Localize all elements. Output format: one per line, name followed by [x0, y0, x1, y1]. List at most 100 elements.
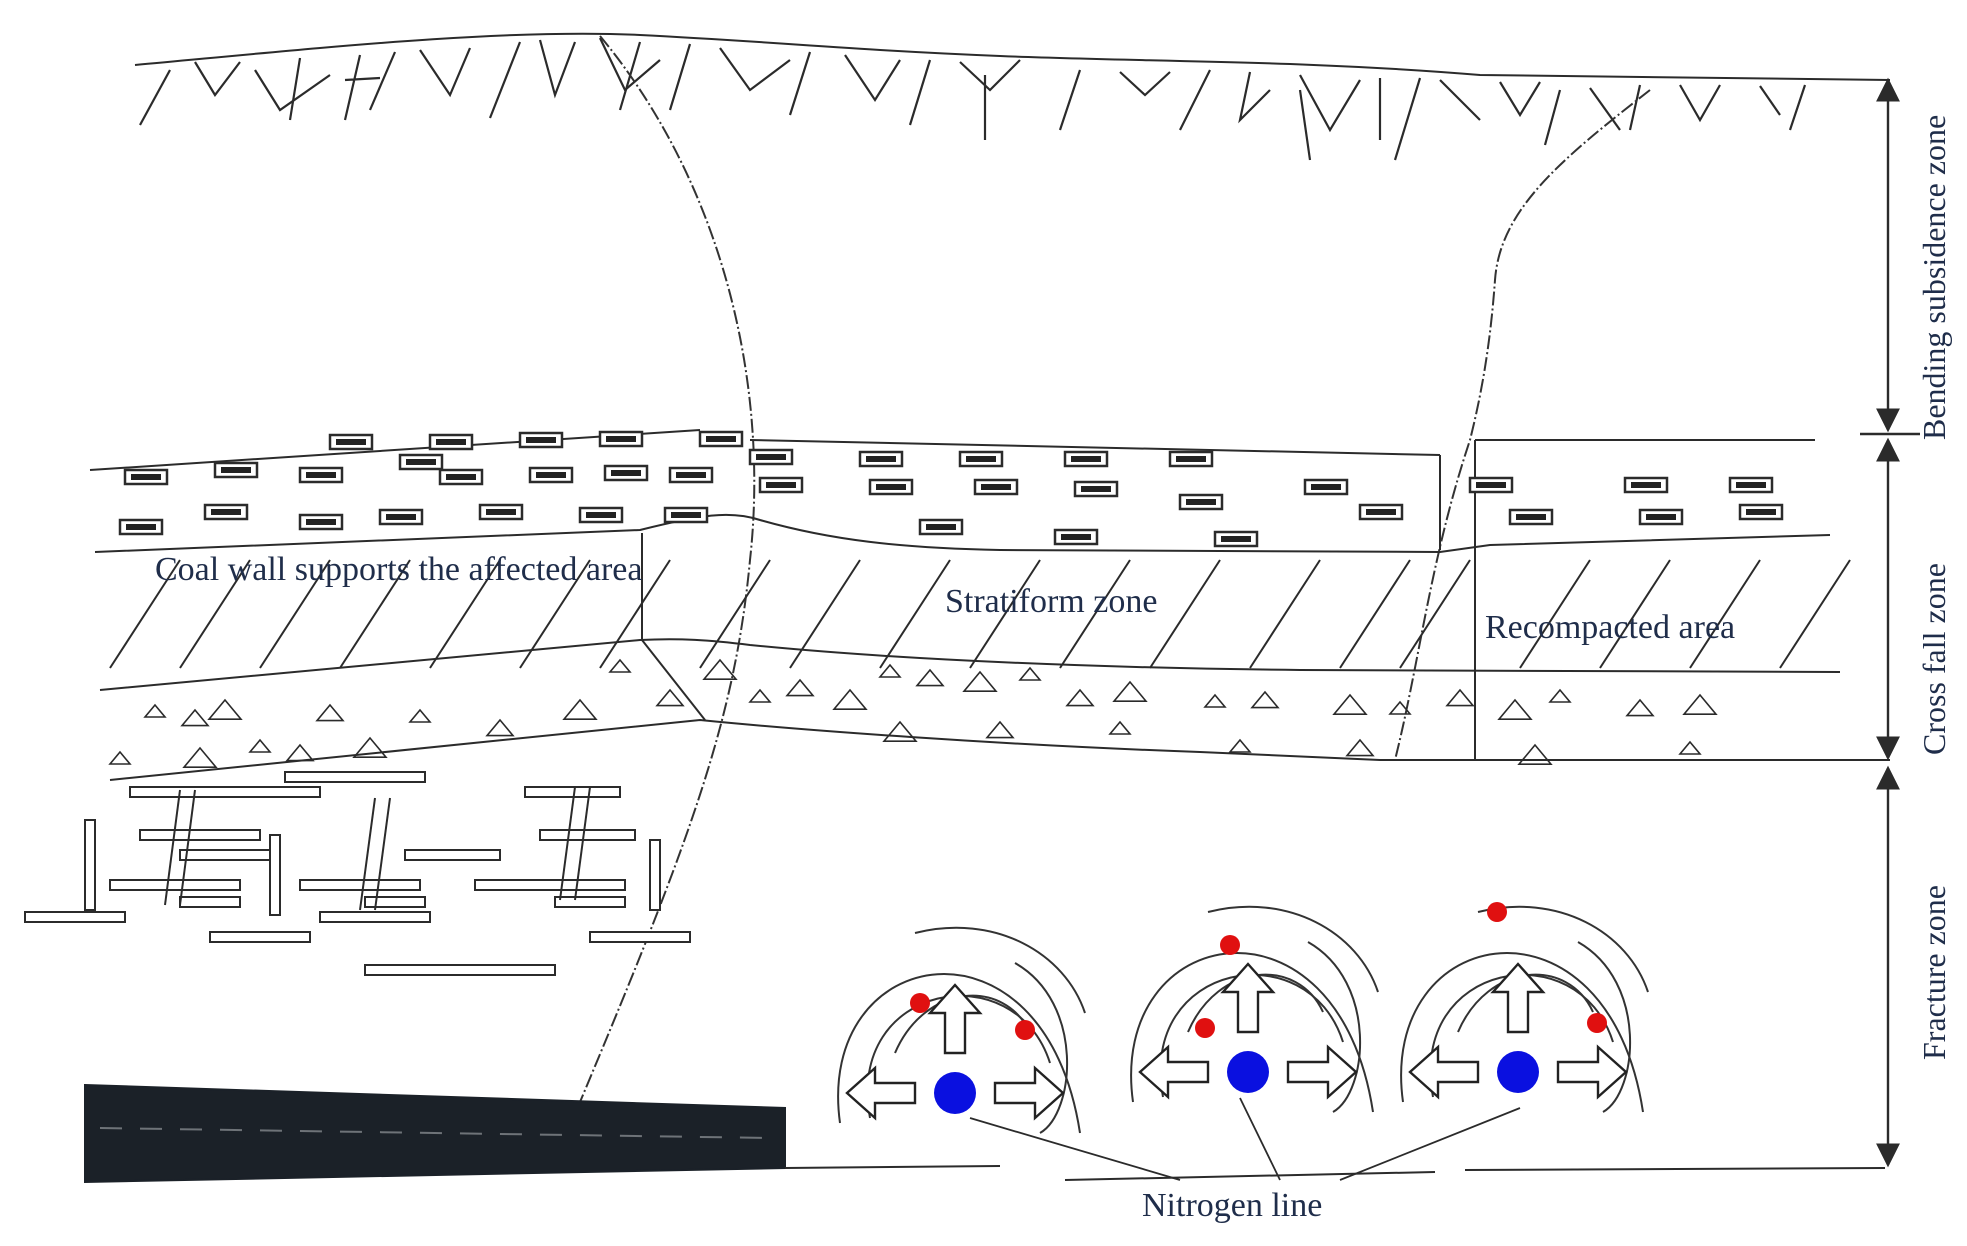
rock-triangle-29	[1625, 698, 1655, 717]
strata-block-core-5	[606, 436, 636, 442]
rock-triangle-22	[1203, 693, 1227, 708]
strata-block-core-21	[756, 454, 786, 460]
bending-zone-label: Bending subsidence zone	[1916, 115, 1952, 440]
diffusion-arc-2-5	[1207, 905, 1379, 993]
arrow-up-2	[1220, 962, 1276, 1034]
surface-crack-14	[788, 51, 812, 116]
surface-crack-28	[1543, 89, 1562, 146]
strata-block-core-36	[1476, 482, 1506, 488]
upper-strata-blocks	[118, 430, 1784, 548]
surface-crack-17	[959, 59, 1021, 92]
fracture-bar-6	[109, 879, 241, 891]
surface-crack-8	[488, 41, 522, 119]
zone-dimension-lines	[1860, 77, 1920, 1168]
rock-triangle-28	[1548, 688, 1572, 703]
surface-crack-6	[368, 51, 397, 111]
surface-crack-12	[668, 43, 692, 111]
strata-block-core-26	[766, 482, 796, 488]
rock-triangle-14	[785, 678, 815, 697]
fracture-diagonal-2	[179, 789, 196, 906]
fracture-bar-13	[209, 931, 311, 943]
rock-triangle-21	[1112, 680, 1148, 702]
nitrogen-source-group-2	[1130, 905, 1379, 1113]
surface-crack-31	[1679, 84, 1721, 123]
fracture-vertical-2	[269, 834, 281, 916]
rock-triangle-6	[352, 736, 388, 758]
strata-block-core-32	[1366, 509, 1396, 515]
rock-triangle-26	[1445, 688, 1475, 707]
strata-block-core-11	[536, 472, 566, 478]
fracture-bar-16	[364, 964, 556, 976]
rock-triangle-15	[832, 688, 868, 710]
gas-particle-1-2	[1015, 1020, 1035, 1040]
nitrogen-line-1	[969, 1117, 1181, 1181]
rock-triangle-17	[915, 668, 945, 687]
rock-triangle-32	[985, 720, 1015, 739]
hatch-line-9	[789, 559, 861, 669]
fracture-bar-8	[474, 879, 626, 891]
fracture-diagonal-5	[559, 786, 576, 901]
gas-particle-2-2	[1195, 1018, 1215, 1038]
hatch-line-14	[1249, 559, 1321, 669]
hatch-line-15	[1339, 559, 1411, 669]
strata-top-left	[89, 429, 701, 471]
rock-triangle-2	[180, 708, 210, 727]
nitrogen-source-1	[934, 1072, 976, 1114]
strata-block-core-13	[676, 472, 706, 478]
nitrogen-source-group-3	[1400, 902, 1649, 1113]
hatch-line-10	[879, 559, 951, 669]
surface-crack-25	[1393, 77, 1422, 161]
strata-block-core-15	[211, 509, 241, 515]
surface-crack-7	[419, 47, 472, 98]
rock-triangle-31	[1108, 720, 1132, 735]
fracture-diagonal-3	[359, 797, 376, 911]
surface-crack-32	[1759, 85, 1781, 116]
surface-crack-19	[1058, 69, 1082, 131]
strata-block-core-14	[126, 524, 156, 530]
gas-particle-2-1	[1220, 935, 1240, 955]
nitrogen-line-2	[1239, 1097, 1281, 1181]
surface-crack-34	[1298, 89, 1312, 161]
hatch-line-1	[109, 559, 181, 669]
surface-crack-9	[538, 39, 577, 99]
surface-crack-4	[288, 57, 302, 121]
rock-triangle-27	[1497, 698, 1533, 720]
hatch-line-5	[429, 559, 501, 669]
rock-triangle-5	[315, 703, 345, 722]
ground-surface-line	[134, 32, 1891, 81]
rock-triangle-39	[182, 746, 218, 768]
strata-block-core-1	[336, 439, 366, 445]
gas-particle-3-1	[1487, 902, 1507, 922]
crossfall-zone-label: Cross fall zone	[1916, 563, 1952, 755]
arrow-left-2	[1138, 1044, 1210, 1100]
rock-triangle-38	[285, 743, 315, 762]
nitrogen-line-label: Nitrogen line	[1142, 1187, 1322, 1224]
strata-block-core-8	[221, 467, 251, 473]
rock-triangle-7	[408, 708, 432, 723]
surface-crack-3	[254, 69, 331, 112]
strata-block-core-4	[526, 437, 556, 443]
surface-crack-30	[1628, 84, 1642, 131]
fracture-vertical-1	[84, 819, 96, 911]
hatch-line-8	[699, 559, 771, 669]
strata-block-core-2	[406, 459, 436, 465]
rock-triangle-10	[608, 658, 632, 673]
fracture-diagonal-6	[574, 786, 591, 901]
diffusion-arc-2-4	[1307, 941, 1361, 1113]
strata-block-core-37	[1631, 482, 1661, 488]
diffusion-arc-3-4	[1577, 941, 1631, 1113]
strata-block-core-24	[1071, 456, 1101, 462]
surface-crack-16	[908, 59, 932, 126]
strata-block-core-10	[446, 474, 476, 480]
strata-line-3	[99, 638, 1841, 691]
arrow-right-1	[993, 1065, 1065, 1121]
rock-triangle-4	[248, 738, 272, 753]
rock-triangle-33	[882, 720, 918, 742]
diffusion-arc-2-2	[1159, 973, 1344, 1098]
hatch-line-19	[1689, 559, 1761, 669]
strata-block-core-39	[1516, 514, 1546, 520]
hatch-line-11	[969, 559, 1041, 669]
hatch-line-6	[519, 559, 591, 669]
hatch-line-20	[1779, 559, 1851, 669]
